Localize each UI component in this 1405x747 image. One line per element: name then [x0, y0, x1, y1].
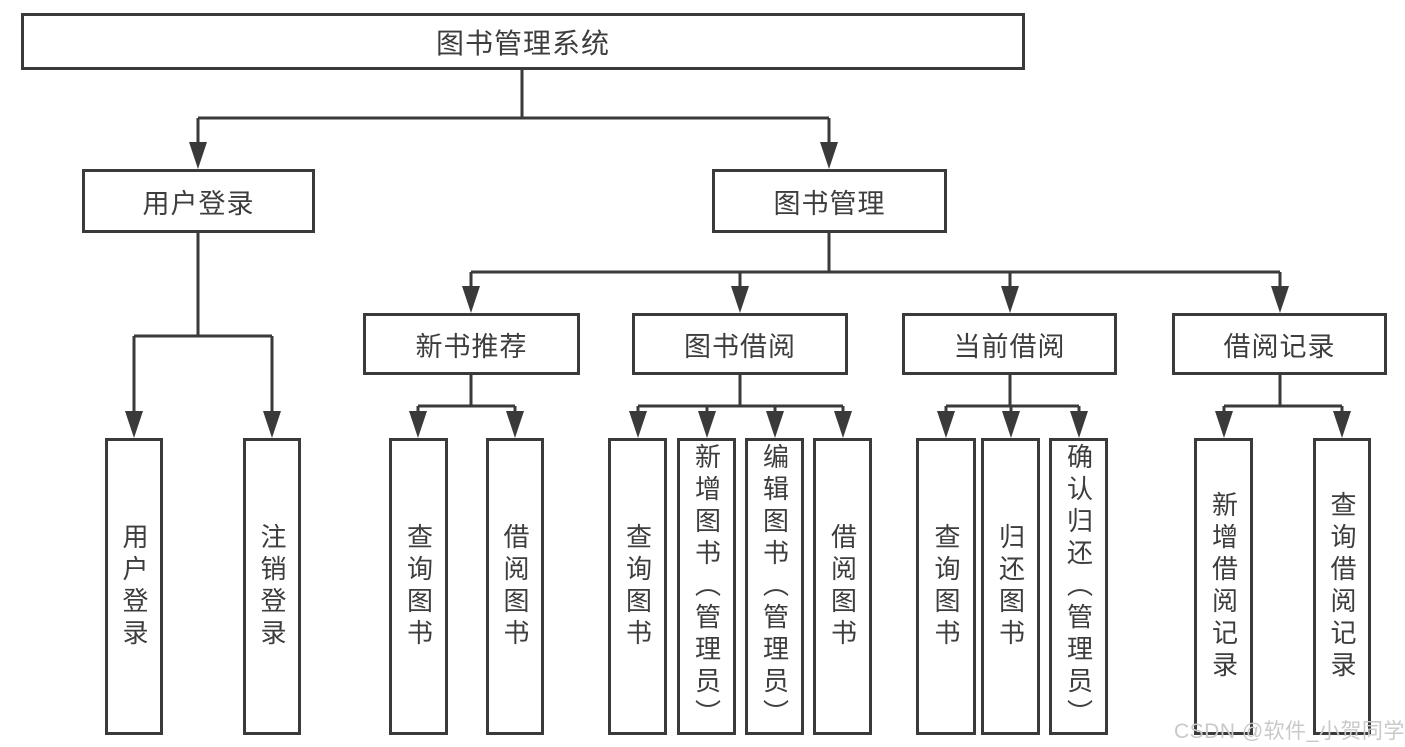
leaf-confirm-return-admin: 确认归还（管理员）	[1049, 438, 1108, 735]
node-current-borrowing: 当前借阅	[902, 313, 1117, 375]
leaf-borrow-books-2: 借阅图书	[813, 438, 872, 735]
connector-borrow-record-to-leaves	[1215, 375, 1351, 438]
node-current-borrowing-label: 当前借阅	[953, 331, 1066, 362]
leaf-query-books-3: 查询图书	[916, 438, 976, 735]
node-borrowing-records-label: 借阅记录	[1223, 331, 1336, 362]
leaf-query-books-3-label: 查询图书	[931, 522, 961, 651]
connector-current-borrow-to-leaves	[937, 375, 1088, 438]
leaf-confirm-return-admin-label: 确认归还（管理员）	[1063, 442, 1094, 731]
leaf-user-login-label: 用户登录	[119, 522, 149, 651]
connector-user-login-to-leaves	[125, 233, 281, 438]
leaf-logout-label: 注销登录	[257, 522, 287, 651]
connector-root-to-level2	[189, 68, 838, 169]
leaf-query-books-1-label: 查询图书	[403, 522, 434, 651]
connector-book-mgmt-to-level3	[462, 233, 1289, 313]
node-book-management-label: 图书管理	[773, 188, 886, 219]
connector-new-book-rec-to-leaves	[409, 375, 524, 438]
leaf-borrow-books-2-label: 借阅图书	[827, 522, 858, 651]
node-book-management: 图书管理	[712, 169, 947, 233]
leaf-user-login: 用户登录	[105, 438, 163, 735]
node-new-book-recommendation-label: 新书推荐	[415, 331, 528, 362]
leaf-add-books-admin-label: 新增图书（管理员）	[691, 442, 722, 731]
node-new-book-recommendation: 新书推荐	[363, 313, 580, 375]
leaf-add-borrow-record: 新增借阅记录	[1194, 438, 1253, 735]
leaf-logout: 注销登录	[243, 438, 301, 735]
leaf-borrow-books-1: 借阅图书	[486, 438, 544, 735]
node-user-login: 用户登录	[82, 169, 315, 233]
leaf-borrow-books-1-label: 借阅图书	[500, 522, 530, 651]
leaf-query-books-2: 查询图书	[608, 438, 667, 735]
leaf-edit-books-admin: 编辑图书（管理员）	[745, 438, 804, 735]
leaf-add-borrow-record-label: 新增借阅记录	[1208, 490, 1239, 683]
node-root-label: 图书管理系统	[435, 27, 610, 59]
node-borrowing-records: 借阅记录	[1172, 313, 1387, 375]
leaf-query-books-1: 查询图书	[389, 438, 448, 735]
connector-book-borrow-to-leaves	[629, 375, 852, 438]
node-root-system: 图书管理系统	[21, 13, 1025, 70]
node-book-borrowing-label: 图书借阅	[684, 331, 796, 362]
leaf-query-borrow-record-label: 查询借阅记录	[1327, 490, 1357, 683]
leaf-return-books: 归还图书	[981, 438, 1040, 735]
leaf-query-borrow-record: 查询借阅记录	[1313, 438, 1371, 735]
leaf-query-books-2-label: 查询图书	[622, 522, 653, 651]
leaf-edit-books-admin-label: 编辑图书（管理员）	[759, 442, 790, 731]
leaf-add-books-admin: 新增图书（管理员）	[677, 438, 736, 735]
node-book-borrowing: 图书借阅	[632, 313, 848, 375]
leaf-return-books-label: 归还图书	[995, 522, 1026, 651]
csdn-watermark: CSDN @软件_小贺同学	[1174, 720, 1405, 743]
node-user-login-label: 用户登录	[142, 188, 255, 219]
